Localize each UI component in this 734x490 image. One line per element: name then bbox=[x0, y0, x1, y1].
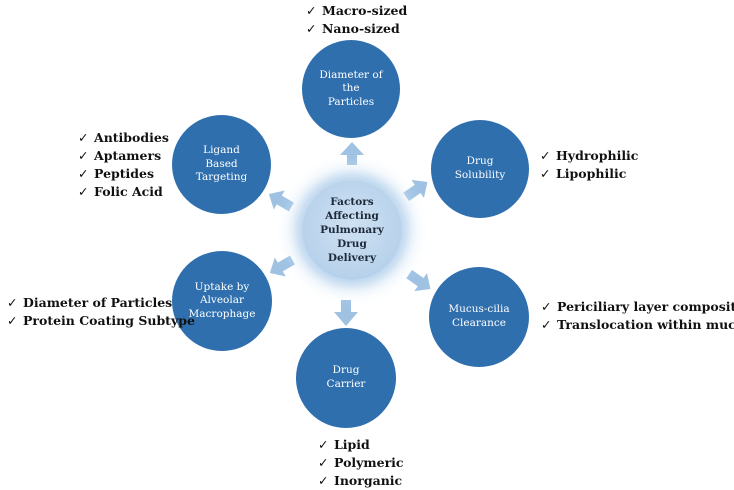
check-icon: ✓ bbox=[306, 21, 317, 36]
check-icon: ✓ bbox=[318, 437, 329, 452]
node-uptake: Uptake by Alveolar Macrophage bbox=[172, 251, 272, 351]
list-item: ✓Diameter of Particles bbox=[7, 295, 173, 310]
node-uptake-label: Uptake by Alveolar Macrophage bbox=[188, 280, 256, 320]
center-label: Factors Affecting Pulmonary Drug Deliver… bbox=[320, 195, 384, 265]
check-icon: ✓ bbox=[541, 317, 552, 332]
node-mucus-label: Mucus-cilia Clearance bbox=[448, 303, 510, 329]
list-item: ✓Folic Acid bbox=[78, 184, 163, 199]
list-item: ✓Nano-sized bbox=[306, 21, 400, 36]
list-item: ✓Translocation within mucus bbox=[541, 317, 734, 332]
list-item: ✓Protein Coating Subtype bbox=[7, 313, 195, 328]
list-carrier: ✓Lipid ✓Polymeric ✓Inorganic bbox=[318, 436, 404, 490]
arrow-to-solubility bbox=[403, 179, 428, 201]
node-diameter-label: Diameter of the Particles bbox=[319, 68, 383, 108]
check-icon: ✓ bbox=[540, 166, 551, 181]
node-carrier: Drug Carrier bbox=[296, 328, 396, 428]
list-uptake: ✓Diameter of Particles ✓Protein Coating … bbox=[7, 294, 195, 330]
list-item: ✓Inorganic bbox=[318, 473, 403, 488]
node-mucus: Mucus-cilia Clearance bbox=[429, 267, 529, 367]
list-item: ✓Periciliary layer composition bbox=[541, 299, 734, 314]
check-icon: ✓ bbox=[7, 295, 18, 310]
list-solubility: ✓Hydrophilic ✓Lipophilic bbox=[540, 147, 638, 183]
node-solubility: Drug Solubility bbox=[431, 120, 529, 218]
arrow-to-carrier bbox=[334, 300, 358, 326]
arrow-to-diameter bbox=[340, 142, 364, 165]
list-item: ✓Peptides bbox=[78, 166, 155, 181]
arrow-to-uptake bbox=[269, 255, 295, 277]
list-item: ✓Lipid bbox=[318, 437, 370, 452]
list-item: ✓Antibodies bbox=[78, 130, 169, 145]
check-icon: ✓ bbox=[7, 313, 18, 328]
check-icon: ✓ bbox=[78, 184, 89, 199]
node-carrier-label: Drug Carrier bbox=[326, 364, 366, 390]
check-icon: ✓ bbox=[78, 166, 89, 181]
list-item: ✓Aptamers bbox=[78, 148, 162, 163]
check-icon: ✓ bbox=[318, 455, 329, 470]
check-icon: ✓ bbox=[78, 130, 89, 145]
check-icon: ✓ bbox=[318, 473, 329, 488]
list-item: ✓Hydrophilic bbox=[540, 148, 639, 163]
list-mucus: ✓Periciliary layer composition ✓Transloc… bbox=[541, 298, 734, 334]
list-item: ✓Macro-sized bbox=[306, 3, 408, 18]
node-diameter: Diameter of the Particles bbox=[302, 40, 400, 138]
list-item: ✓Polymeric bbox=[318, 455, 404, 470]
node-ligand: Ligand Based Targeting bbox=[172, 115, 271, 214]
list-item: ✓Lipophilic bbox=[540, 166, 627, 181]
node-solubility-label: Drug Solubility bbox=[454, 155, 506, 181]
check-icon: ✓ bbox=[540, 148, 551, 163]
arrow-to-mucus bbox=[406, 270, 431, 292]
center-hub: Factors Affecting Pulmonary Drug Deliver… bbox=[302, 180, 402, 280]
list-ligand: ✓Antibodies ✓Aptamers ✓Peptides ✓Folic A… bbox=[78, 129, 169, 201]
check-icon: ✓ bbox=[306, 3, 317, 18]
list-diameter: ✓Macro-sized ✓Nano-sized bbox=[306, 2, 407, 38]
check-icon: ✓ bbox=[78, 148, 89, 163]
check-icon: ✓ bbox=[541, 299, 552, 314]
arrow-to-ligand bbox=[268, 190, 294, 212]
node-ligand-label: Ligand Based Targeting bbox=[195, 144, 248, 184]
